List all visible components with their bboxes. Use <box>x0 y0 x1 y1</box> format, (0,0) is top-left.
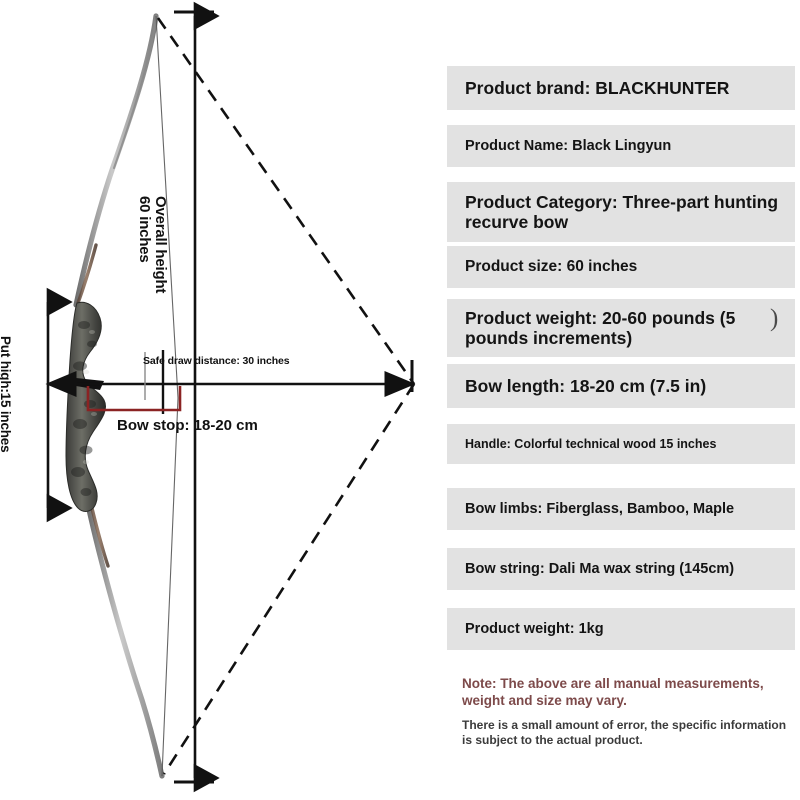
spec-row-bow-length: Bow length: 18-20 cm (7.5 in) <box>447 364 795 408</box>
spec-row-string: Bow string: Dali Ma wax string (145cm) <box>447 548 795 590</box>
bow-string <box>155 15 179 777</box>
spec-row-text: Product brand: BLACKHUNTER <box>465 77 730 98</box>
specification-panel: Product brand: BLACKHUNTER Product Name:… <box>440 0 800 800</box>
spec-row-limbs: Bow limbs: Fiberglass, Bamboo, Maple <box>447 488 795 530</box>
note-main-text: Note: The above are all manual measureme… <box>462 676 764 708</box>
note-sub-text: There is a small amount of error, the sp… <box>462 717 787 748</box>
spec-row-product-name: Product Name: Black Lingyun <box>447 125 795 167</box>
spec-row-text: Product weight: 20-60 pounds (5 pounds i… <box>465 307 736 348</box>
disclaimer-note: Note: The above are all manual measureme… <box>462 676 792 749</box>
spec-row-handle: Handle: Colorful technical wood 15 inche… <box>447 424 795 464</box>
stray-parenthesis-glyph: ) <box>770 305 779 332</box>
spec-row-text: Product weight: 1kg <box>465 620 604 637</box>
bow-lower-limb <box>85 502 165 779</box>
bow-riser-handle <box>65 301 107 512</box>
spec-row-text: Product Category: Three-part hunting rec… <box>465 191 779 232</box>
safe-draw-dimension <box>45 350 416 414</box>
spec-row-product-weight: Product weight: 1kg <box>447 608 795 650</box>
bow-upper-limb <box>73 13 159 308</box>
spec-row-brand: Product brand: BLACKHUNTER <box>447 66 795 110</box>
put-high-label: Put high:15 inches <box>0 336 13 453</box>
safe-draw-distance-label: Safe draw distance: 30 inches <box>143 355 290 367</box>
bow-stop-label: Bow stop: 18-20 cm <box>117 417 258 434</box>
spec-row-text: Product size: 60 inches <box>465 258 638 276</box>
spec-row-category: Product Category: Three-part hunting rec… <box>447 182 795 242</box>
spec-row-draw-weight: Product weight: 20-60 pounds (5 pounds i… <box>447 299 795 357</box>
spec-row-size: Product size: 60 inches <box>447 246 795 288</box>
spec-row-text: Handle: Colorful technical wood 15 inche… <box>465 436 717 451</box>
spec-row-text: Bow length: 18-20 cm (7.5 in) <box>465 375 707 396</box>
overall-height-label: Overall height 60 inches <box>136 196 169 294</box>
bow-stop-bracket <box>86 386 182 412</box>
overall-height-line2: 60 inches <box>136 196 154 263</box>
spec-row-text: Bow limbs: Fiberglass, Bamboo, Maple <box>465 500 735 517</box>
spec-row-text: Product Name: Black Lingyun <box>465 137 672 154</box>
overall-height-line1: Overall height <box>152 196 169 294</box>
bow-diagram-svg <box>45 1 416 793</box>
overall-height-dimension <box>174 1 220 793</box>
spec-row-text: Bow string: Dali Ma wax string (145cm) <box>465 560 735 577</box>
bow-diagram-panel: Overall height 60 inches Put high:15 inc… <box>0 1 416 793</box>
drawn-string-dashed <box>156 17 416 775</box>
